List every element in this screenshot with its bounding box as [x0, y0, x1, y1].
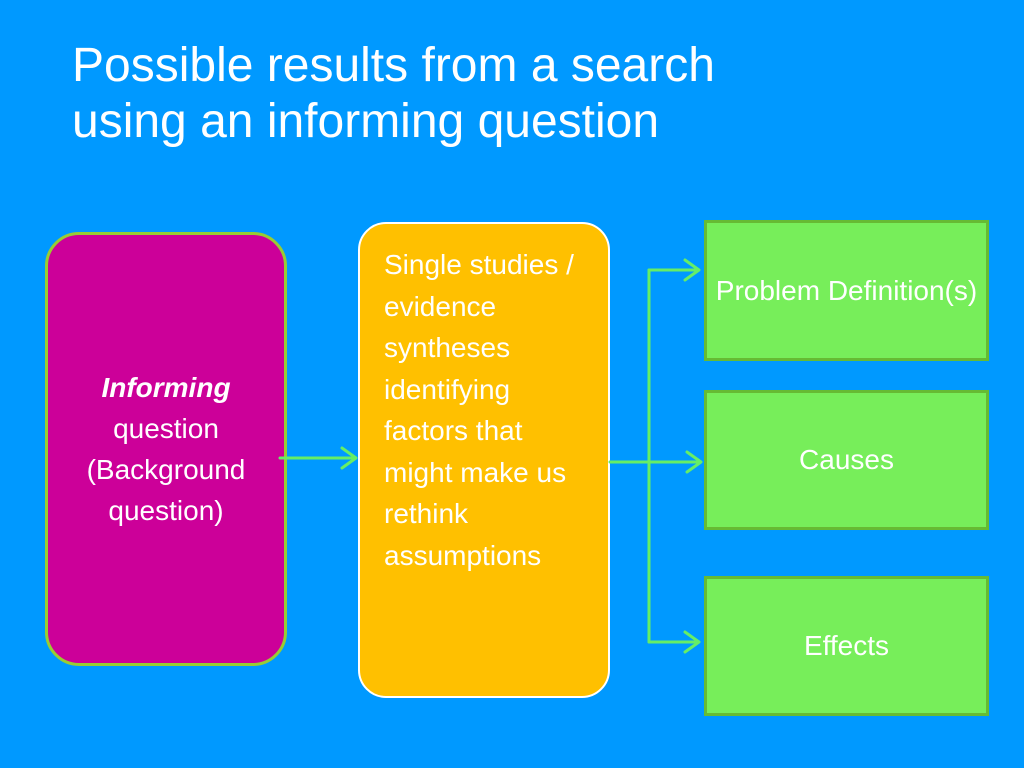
- arrowhead-effects: [683, 630, 701, 654]
- outcome-causes-label: Causes: [799, 444, 894, 475]
- title-line-1: Possible results from a search: [72, 39, 715, 92]
- slide-title: Possible results from a search using an …: [72, 38, 715, 150]
- outcome-effects-label: Effects: [803, 630, 890, 661]
- informing-emphasis: Informing: [101, 372, 231, 403]
- arrowhead-problem-definition: [683, 258, 701, 282]
- informing-line-2: question: [113, 413, 219, 444]
- informing-question-box: Informing question (Background question): [45, 232, 287, 666]
- studies-text: Single studies / evidence syntheses iden…: [384, 249, 574, 571]
- outcome-problem-definition-label: Problem Definition(s): [715, 274, 978, 306]
- informing-line-4: question): [108, 495, 224, 526]
- arrowhead-studies: [340, 446, 358, 470]
- studies-box: Single studies / evidence syntheses iden…: [358, 222, 610, 698]
- arrowhead-causes: [685, 450, 703, 474]
- outcome-causes-box: Causes: [704, 390, 989, 530]
- title-line-2: using an informing question: [72, 95, 660, 148]
- informing-line-3: (Background: [86, 454, 246, 485]
- outcome-effects-box: Effects: [704, 576, 989, 716]
- outcome-problem-definition-box: Problem Definition(s): [704, 220, 989, 361]
